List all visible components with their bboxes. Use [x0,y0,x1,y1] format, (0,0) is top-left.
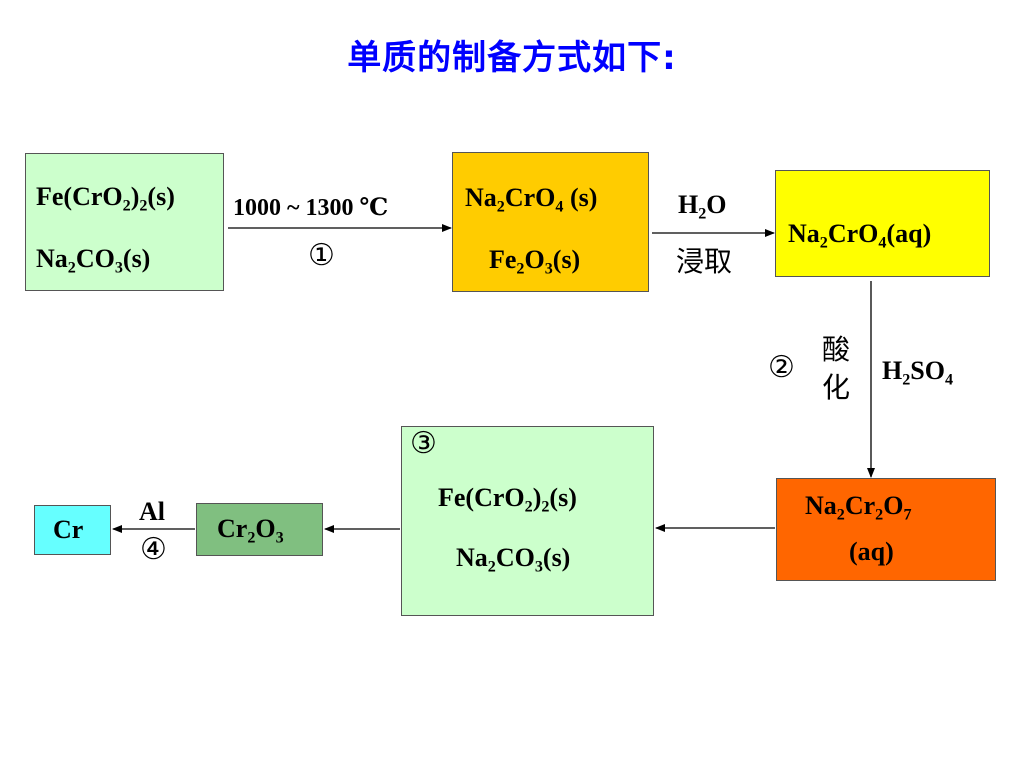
formula-fe-cro2-2: Fe(CrO2)2(s) [438,483,577,516]
text: SO [910,356,945,385]
box-starting-materials: Fe(CrO2)2(s) Na2CO3(s) [25,153,224,291]
formula-na2cro4-aq: Na2CrO4(aq) [788,219,932,252]
text: Cr [217,514,248,543]
text: CrO [504,183,556,212]
step-3-marker: ③ [410,426,437,461]
subscript: 3 [275,529,284,547]
text: H [678,190,699,219]
formula-fe-cro2-2: Fe(CrO2)2(s) [36,182,175,215]
page-title: 单质的制备方式如下: [347,38,677,78]
step-4-marker: ④ [140,532,167,567]
acidify-label-2: 化 [822,371,851,404]
subscript: 2 [67,259,76,277]
text: O [706,190,727,219]
water-label: H2O [678,190,727,223]
text: CO [495,543,535,572]
formula-na2co3: Na2CO3(s) [36,244,151,277]
subscript: 2 [819,234,828,252]
box-leached-solution: Na2CrO4(aq) [775,170,990,277]
text: (s) [552,245,581,274]
formula-na2cr2o7: Na2Cr2O7 [805,491,912,524]
formula-cr: Cr [53,515,84,544]
text: Na [456,543,488,572]
box-chromium-oxide: Cr2O3 [196,503,323,556]
text: Cr [844,491,876,520]
box-step3: Fe(CrO2)2(s) Na2CO3(s) [401,426,654,616]
text: (s) [122,244,151,273]
subscript: 2 [698,205,707,223]
text: (s) [542,543,571,572]
box-chromium-metal: Cr [34,505,111,555]
aluminum-label: Al [139,497,165,526]
acidify-label-1: 酸 [822,333,851,366]
sulfuric-acid-label: H2SO4 [882,356,954,389]
subscript: 2 [139,197,148,215]
text: Na [465,183,497,212]
subscript: 2 [247,529,256,547]
text: Fe(CrO [438,483,525,512]
text: Na [788,219,820,248]
subscript: 3 [544,260,553,278]
subscript: 7 [903,506,912,524]
text: (s) [563,183,598,212]
text: O [883,491,904,520]
text: (s) [147,182,175,211]
text: Na [36,244,68,273]
text: H [882,356,903,385]
formula-fe2o3: Fe2O3(s) [489,245,581,278]
subscript: 2 [875,506,884,524]
step-1-marker: ① [308,238,335,273]
subscript: 3 [534,558,543,576]
subscript: 4 [555,198,564,216]
subscript: 2 [836,506,845,524]
box-dichromate: Na2Cr2O7 (aq) [776,478,996,581]
text: CrO [827,219,879,248]
subscript: 3 [114,259,123,277]
formula-na2cro4-s: Na2CrO4 (s) [465,183,598,216]
subscript: 2 [496,198,505,216]
text: CO [75,244,115,273]
text: ) [532,483,542,512]
subscript: 2 [902,371,911,389]
temperature-label: 1000 ~ 1300 ℃ [233,195,389,221]
text: O [524,245,545,274]
text: (s) [549,483,577,512]
formula-na2co3: Na2CO3(s) [456,543,571,576]
subscript: 4 [944,371,954,389]
text: Na [805,491,837,520]
formula-cr2o3: Cr2O3 [217,514,284,547]
text: Fe [489,245,517,274]
subscript: 4 [878,234,887,252]
subscript: 2 [541,498,550,516]
text: (aq) [886,219,932,248]
subscript: 2 [122,197,131,215]
subscript: 2 [524,498,533,516]
step-2-marker: ② [768,350,795,385]
leach-label: 浸取 [676,245,733,278]
text: ) [130,182,140,211]
subscript: 2 [516,260,525,278]
subscript: 2 [487,558,496,576]
text: O [255,514,276,543]
box-roast-products: Na2CrO4 (s) Fe2O3(s) [452,152,649,292]
state-aq: (aq) [849,537,894,566]
text: Fe(CrO [36,182,123,211]
